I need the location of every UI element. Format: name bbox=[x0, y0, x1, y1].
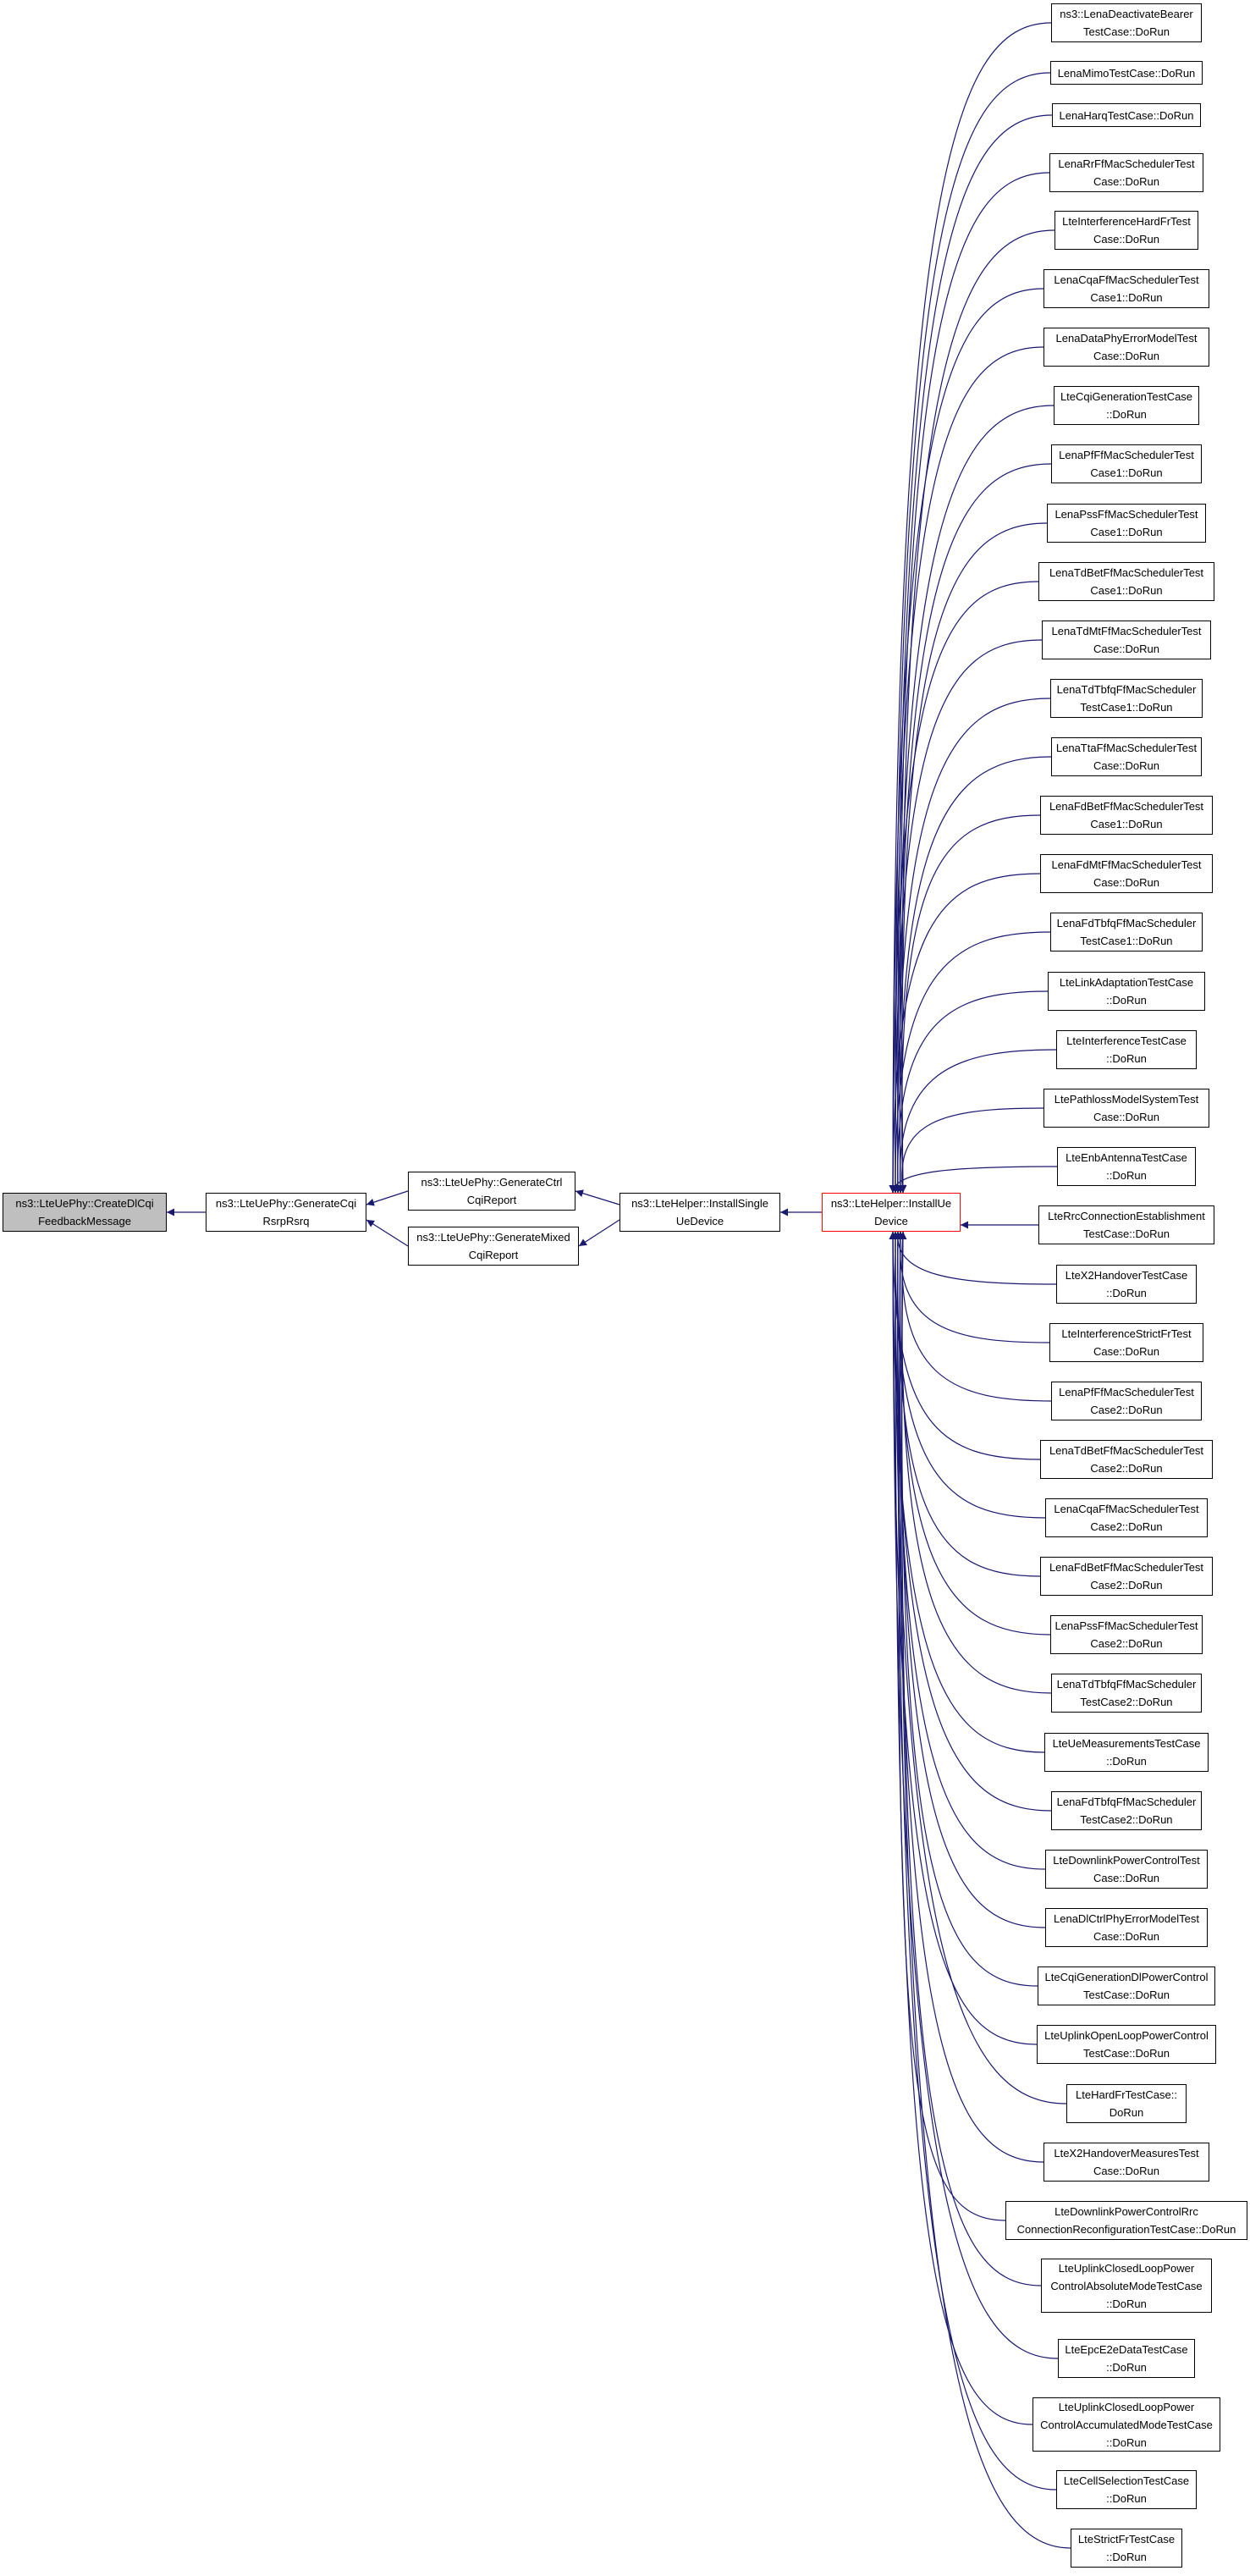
caller-node[interactable]: LteInterferenceTestCase ::DoRun bbox=[1056, 1030, 1197, 1069]
call-edge bbox=[891, 1231, 1052, 1812]
call-edge bbox=[894, 1231, 1044, 2163]
caller-node[interactable]: LenaCqaFfMacSchedulerTest Case1::DoRun bbox=[1044, 269, 1209, 308]
caller-node[interactable]: LteX2HandoverMeasuresTest Case::DoRun bbox=[1044, 2143, 1209, 2182]
caller-node[interactable]: LteDownlinkPowerControlTest Case::DoRun bbox=[1045, 1850, 1208, 1889]
caller-node[interactable]: LenaDataPhyErrorModelTest Case::DoRun bbox=[1044, 328, 1209, 367]
call-edge bbox=[894, 1231, 1057, 2491]
caller-node[interactable]: LenaTdTbfqFfMacScheduler TestCase2::DoRu… bbox=[1051, 1674, 1202, 1713]
call-edge bbox=[896, 1231, 1006, 2221]
caller-node[interactable]: LteUplinkClosedLoopPower ControlAbsolute… bbox=[1041, 2259, 1212, 2313]
node-generate-ctrl-cqi-report[interactable]: ns3::LteUePhy::GenerateCtrl CqiReport bbox=[408, 1172, 575, 1211]
node-generate-mixed-cqi-report[interactable]: ns3::LteUePhy::GenerateMixed CqiReport bbox=[408, 1227, 579, 1266]
call-edge bbox=[575, 1189, 620, 1205]
call-edge bbox=[891, 931, 1051, 1194]
caller-node[interactable]: LteDownlinkPowerControlRrc ConnectionRec… bbox=[1005, 2201, 1247, 2240]
caller-node[interactable]: LenaTdBetFfMacSchedulerTest Case1::DoRun bbox=[1038, 562, 1214, 601]
caller-node[interactable]: LenaCqaFfMacSchedulerTest Case2::DoRun bbox=[1045, 1498, 1208, 1537]
caller-node[interactable]: LenaFdTbfqFfMacScheduler TestCase2::DoRu… bbox=[1051, 1791, 1202, 1830]
call-edge bbox=[366, 1219, 409, 1247]
call-edge bbox=[894, 405, 1055, 1194]
caller-node[interactable]: LteEnbAntennaTestCase ::DoRun bbox=[1057, 1147, 1196, 1186]
call-edge bbox=[896, 463, 1052, 1194]
call-edge bbox=[894, 1231, 1041, 1577]
caller-node[interactable]: LenaPfFfMacSchedulerTest Case2::DoRun bbox=[1051, 1382, 1202, 1420]
call-edge bbox=[366, 1190, 409, 1206]
call-edge bbox=[578, 1219, 620, 1247]
caller-node[interactable]: LteInterferenceStrictFrTest Case::DoRun bbox=[1049, 1323, 1203, 1362]
caller-node[interactable]: LenaHarqTestCase::DoRun bbox=[1052, 103, 1201, 127]
call-edge bbox=[899, 229, 1055, 1194]
caller-node[interactable]: LteUeMeasurementsTestCase ::DoRun bbox=[1044, 1733, 1209, 1772]
call-edge bbox=[899, 814, 1041, 1194]
call-edge bbox=[889, 1231, 1045, 1753]
call-edge bbox=[896, 1231, 1046, 1928]
call-edge bbox=[899, 1231, 1052, 1694]
call-edge bbox=[898, 1231, 1052, 1402]
call-edge bbox=[891, 72, 1051, 1194]
caller-node[interactable]: LenaPfFfMacSchedulerTest Case1::DoRun bbox=[1051, 444, 1202, 483]
caller-node[interactable]: LteEpcE2eDataTestCase ::DoRun bbox=[1058, 2339, 1195, 2378]
caller-node[interactable]: LenaPssFfMacSchedulerTest Case2::DoRun bbox=[1050, 1615, 1203, 1654]
caller-node[interactable]: LenaTdTbfqFfMacScheduler TestCase1::DoRu… bbox=[1050, 679, 1203, 718]
caller-node[interactable]: LenaPssFfMacSchedulerTest Case1::DoRun bbox=[1047, 504, 1206, 543]
caller-node[interactable]: ns3::LenaDeactivateBearer TestCase::DoRu… bbox=[1051, 3, 1202, 42]
call-edge bbox=[896, 1049, 1057, 1194]
caller-node[interactable]: LteUplinkClosedLoopPower ControlAccumula… bbox=[1032, 2397, 1220, 2452]
caller-node[interactable]: LteUplinkOpenLoopPowerControl TestCase::… bbox=[1037, 2025, 1216, 2064]
caller-node[interactable]: LenaDlCtrlPhyErrorModelTest Case::DoRun bbox=[1045, 1908, 1208, 1947]
call-edge bbox=[896, 172, 1050, 1194]
call-edge bbox=[896, 756, 1052, 1194]
caller-node[interactable]: LteRrcConnectionEstablishment TestCase::… bbox=[1038, 1205, 1214, 1244]
call-edge bbox=[891, 1231, 1033, 2425]
caller-node[interactable]: LenaFdMtFfMacSchedulerTest Case::DoRun bbox=[1040, 854, 1213, 893]
caller-node[interactable]: LteCqiGenerationDlPowerControl TestCase:… bbox=[1038, 1966, 1215, 2005]
call-edge bbox=[891, 1231, 1046, 1519]
call-edge bbox=[891, 639, 1043, 1194]
call-edge bbox=[891, 346, 1044, 1194]
call-edge bbox=[889, 1231, 1038, 2045]
caller-node[interactable]: LtePathlossModelSystemTest Case::DoRun bbox=[1044, 1089, 1209, 1128]
call-edge bbox=[889, 288, 1044, 1194]
call-edge bbox=[894, 1231, 1046, 1870]
caller-node[interactable]: LteLinkAdaptationTestCase ::DoRun bbox=[1048, 972, 1205, 1011]
node-install-ue-device[interactable]: ns3::LteHelper::InstallUe Device bbox=[822, 1193, 961, 1232]
caller-node[interactable]: LenaRrFfMacSchedulerTest Case::DoRun bbox=[1049, 153, 1203, 192]
caller-node[interactable]: LenaFdBetFfMacSchedulerTest Case2::DoRun bbox=[1040, 1557, 1213, 1596]
caller-node[interactable]: LteStrictFrTestCase ::DoRun bbox=[1071, 2529, 1182, 2568]
call-edge bbox=[894, 698, 1051, 1194]
caller-node[interactable]: LteCqiGenerationTestCase ::DoRun bbox=[1054, 386, 1199, 425]
caller-node[interactable]: LteInterferenceHardFrTest Case::DoRun bbox=[1055, 211, 1198, 250]
call-edge bbox=[889, 581, 1039, 1194]
call-edge bbox=[896, 1231, 1051, 1636]
call-edge bbox=[894, 990, 1049, 1194]
caller-node[interactable]: LteX2HandoverTestCase ::DoRun bbox=[1056, 1265, 1197, 1304]
call-edge bbox=[896, 1231, 1071, 2549]
call-edge bbox=[889, 1166, 1058, 1194]
node-generate-cqi-rsrp-rsrq[interactable]: ns3::LteUePhy::GenerateCqi RsrpRsrq bbox=[206, 1193, 366, 1232]
call-edge bbox=[893, 1231, 1057, 1285]
call-edge bbox=[889, 873, 1041, 1194]
node-root-create-dl-cqi-feedback-message: ns3::LteUePhy::CreateDlCqi FeedbackMessa… bbox=[3, 1193, 167, 1232]
call-edge bbox=[898, 1107, 1044, 1194]
node-install-single-ue-device[interactable]: ns3::LteHelper::InstallSingle UeDevice bbox=[619, 1193, 780, 1232]
call-edge bbox=[894, 114, 1053, 1194]
caller-node[interactable]: LenaTdBetFfMacSchedulerTest Case2::DoRun bbox=[1040, 1440, 1213, 1479]
call-edge bbox=[889, 22, 1052, 1194]
caller-node[interactable]: LteHardFrTestCase:: DoRun bbox=[1066, 2084, 1187, 2123]
caller-node[interactable]: LenaMimoTestCase::DoRun bbox=[1050, 61, 1203, 85]
caller-node[interactable]: LenaFdTbfqFfMacScheduler TestCase1::DoRu… bbox=[1050, 913, 1203, 952]
call-edge bbox=[895, 1231, 1050, 1343]
call-edge bbox=[899, 522, 1048, 1194]
caller-node[interactable]: LteCellSelectionTestCase ::DoRun bbox=[1056, 2470, 1197, 2509]
call-edge bbox=[899, 1231, 1042, 2286]
caller-node[interactable]: LenaTdMtFfMacSchedulerTest Case::DoRun bbox=[1042, 621, 1211, 659]
caller-node[interactable]: LenaTtaFfMacSchedulerTest Case::DoRun bbox=[1051, 737, 1202, 776]
caller-node[interactable]: LenaFdBetFfMacSchedulerTest Case1::DoRun bbox=[1040, 796, 1213, 835]
